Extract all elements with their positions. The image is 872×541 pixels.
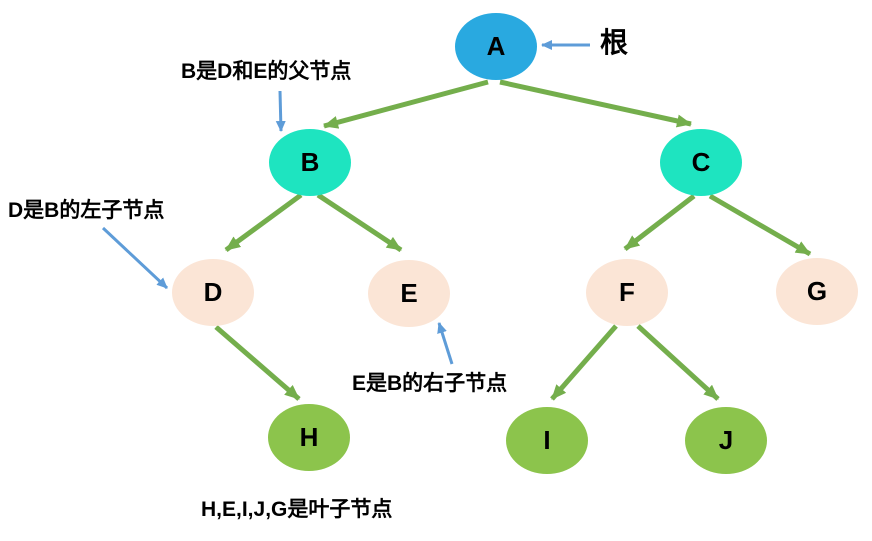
note-arrow-right-child — [437, 322, 454, 365]
tree-node-b: B — [269, 129, 351, 196]
annotation-leaves: H,E,I,J,G是叶子节点 — [201, 498, 393, 521]
node-label: I — [543, 425, 551, 455]
tree-node-c: C — [660, 129, 742, 196]
annotation-root: 根 — [600, 27, 629, 58]
tree-node-a: A — [455, 13, 537, 80]
note-arrow-left-child — [101, 226, 169, 290]
tree-node-d: D — [172, 259, 254, 326]
node-label: B — [300, 147, 320, 177]
edge-f-j — [636, 324, 720, 401]
edge-b-d — [224, 192, 303, 253]
edge-c-f — [623, 194, 696, 251]
annotation-parent: B是D和E的父节点 — [181, 60, 352, 83]
node-label: D — [203, 277, 223, 307]
annotation-right-child: E是B的右子节点 — [352, 372, 508, 395]
tree-node-e: E — [368, 260, 450, 327]
tree-node-f: F — [586, 259, 668, 326]
annotation-left-child: D是B的左子节点 — [8, 199, 165, 222]
node-label: J — [718, 425, 734, 455]
node-label: A — [486, 31, 506, 61]
tree-node-g: G — [776, 258, 858, 325]
edge-b-e — [316, 192, 403, 253]
edge-d-h — [214, 325, 301, 401]
note-arrow-parent — [275, 90, 286, 132]
tree-node-h: H — [268, 404, 350, 471]
node-label: C — [691, 147, 711, 177]
node-label: F — [619, 277, 635, 307]
edge-a-c — [499, 79, 692, 128]
tree-node-j: J — [685, 407, 767, 474]
node-label: H — [299, 422, 319, 452]
node-label: G — [806, 276, 828, 306]
node-label: E — [400, 278, 418, 308]
tree-node-i: I — [506, 407, 588, 474]
edge-c-g — [708, 193, 812, 257]
edge-a-b — [323, 79, 489, 129]
edge-f-i — [550, 324, 618, 401]
